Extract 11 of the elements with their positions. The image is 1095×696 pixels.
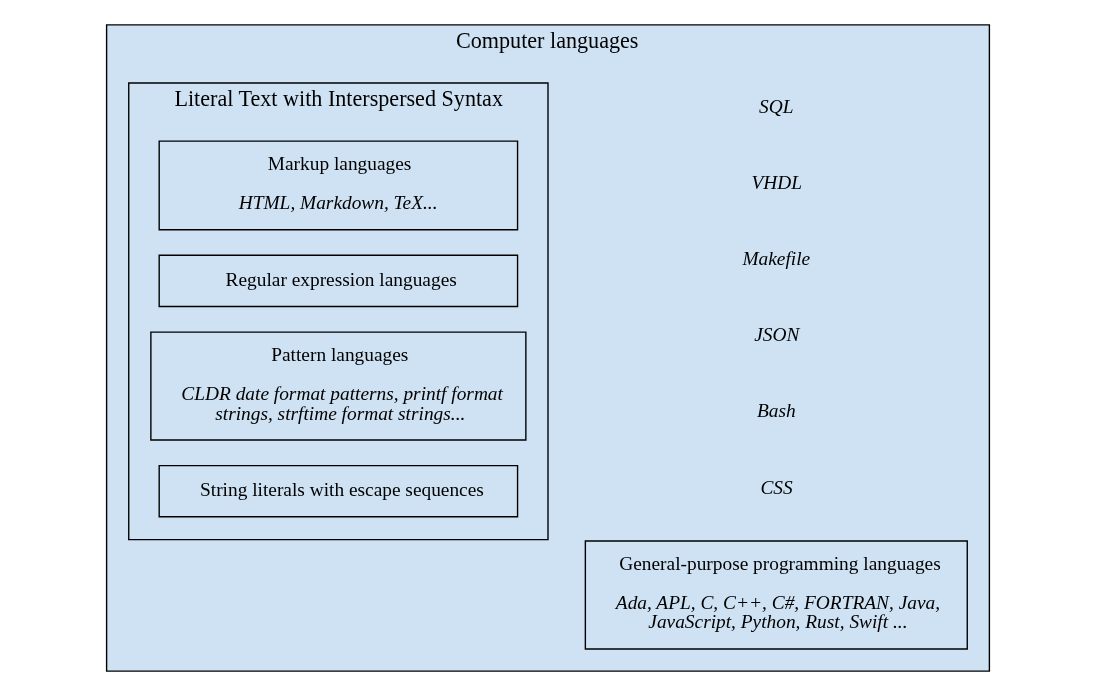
node-box: String literals with escape sequences: [158, 464, 518, 518]
label: CSS: [759, 476, 793, 498]
node-box: Pattern languages CLDR date format patterns, printf format strings, strftime format strings...: [149, 331, 527, 441]
label: Makefile: [741, 248, 810, 270]
label: JSON: [753, 324, 799, 346]
label: SQL: [758, 96, 793, 118]
label: VHDL: [750, 172, 802, 194]
label: Bash: [756, 400, 796, 422]
node-box: Markup languages HTML, Markdown, TeX...: [158, 140, 518, 231]
node-box: General-purpose programming languages Ada, APL, C, C++, C#, FORTRAN, Java, JavaScript, Python, Rust, Swift ...: [584, 540, 968, 650]
node-box: Regular expression languages: [158, 254, 518, 308]
